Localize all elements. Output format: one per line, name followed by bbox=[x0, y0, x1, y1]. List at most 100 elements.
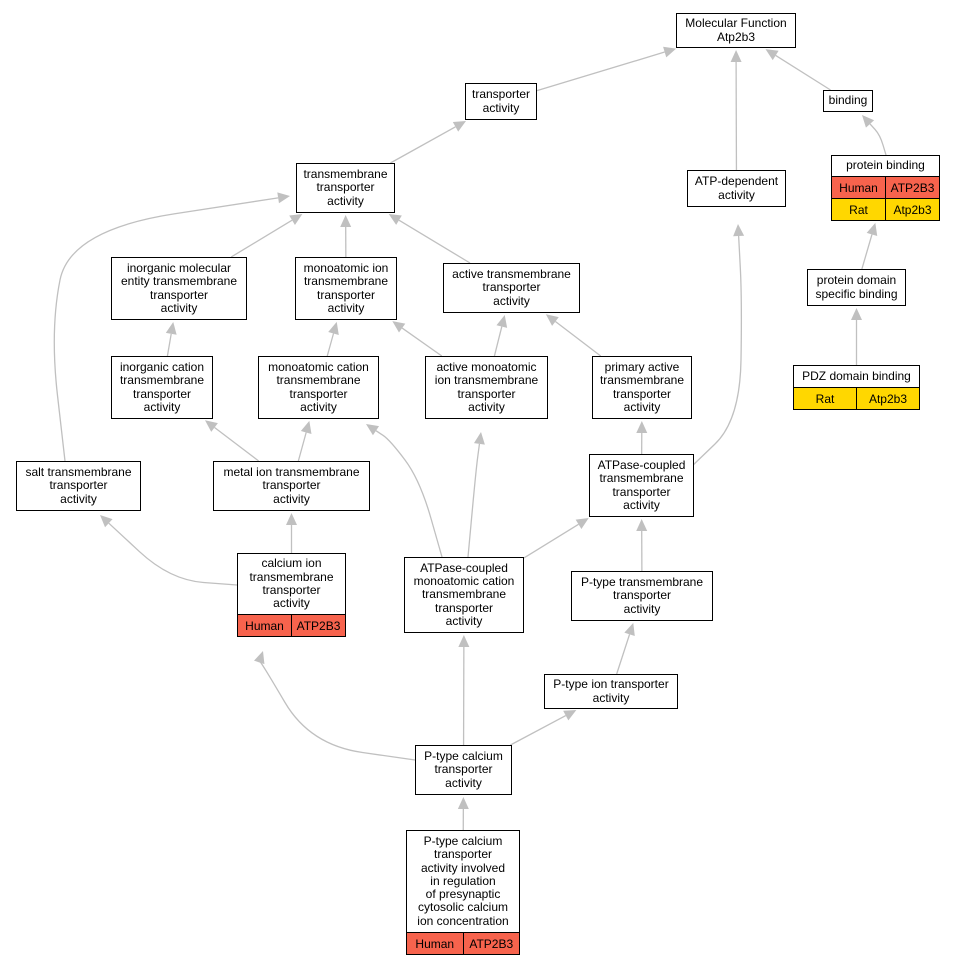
edge-arrow-salt_tm-to-tm_transporter bbox=[277, 192, 290, 204]
edge-atpase_coupled-to-atp_dependent bbox=[689, 235, 743, 469]
edge-inorganic_molecular-to-tm_transporter bbox=[230, 219, 293, 258]
edge-inorganic_cation-to-inorganic_molecular bbox=[166, 333, 172, 357]
term-label: ATPase-coupled monoatomic cation transme… bbox=[413, 560, 515, 628]
term-node-primary-active[interactable]: primary active transmembrane transporter… bbox=[592, 356, 692, 419]
edge-protein_domain-to-protein_binding bbox=[861, 234, 873, 270]
term-node-ptype-calcium[interactable]: P-type calcium transporter activity bbox=[415, 745, 512, 795]
term-node-monoatomic-cation[interactable]: monoatomic cation transmembrane transpor… bbox=[258, 356, 379, 419]
term-node-mf[interactable]: Molecular Function Atp2b3 bbox=[676, 13, 796, 48]
edge-arrow-ptype_calcium-to-ptype_ion bbox=[563, 709, 577, 721]
edge-arrow-ptype_calcium-to-atpase_monoatomic bbox=[458, 635, 470, 648]
edge-arrow-ptype_calcium_presynaptic-to-ptype_calcium bbox=[457, 797, 469, 810]
term-label: calcium ion transmembrane transporter ac… bbox=[249, 556, 334, 611]
edge-active_monoatomic-to-active_tm bbox=[493, 326, 503, 357]
term-node-atpase-monoatomic[interactable]: ATPase-coupled monoatomic cation transme… bbox=[404, 557, 524, 633]
edge-arrow-binding-to-mf bbox=[765, 49, 779, 61]
edge-atpase_monoatomic-to-active_monoatomic bbox=[467, 443, 481, 558]
edge-primary_active-to-active_tm bbox=[555, 320, 602, 357]
term-node-monoatomic-ion[interactable]: monoatomic ion transmembrane transporter… bbox=[295, 257, 397, 320]
edge-active_tm-to-tm_transporter bbox=[398, 219, 471, 264]
edge-arrow-metal_ion-to-inorganic_cation bbox=[205, 420, 218, 432]
edge-ptype_calcium-to-calcium_ion bbox=[258, 660, 416, 761]
term-label: metal ion transmembrane transporter acti… bbox=[223, 465, 360, 506]
annotation-species: Human bbox=[832, 177, 885, 198]
edge-arrow-active_monoatomic-to-monoatomic_ion bbox=[392, 321, 406, 333]
edge-ptype_ion-to-ptype_tm bbox=[616, 634, 631, 675]
edge-monoatomic_cation-to-monoatomic_ion bbox=[326, 333, 335, 357]
term-node-ptype-calcium-presynaptic[interactable]: P-type calcium transporter activity invo… bbox=[406, 830, 520, 955]
term-node-ptype-tm[interactable]: P-type transmembrane transporter activit… bbox=[571, 571, 713, 621]
edge-transporter-to-mf bbox=[536, 51, 665, 92]
annotation-gene: Atp2b3 bbox=[856, 388, 919, 409]
term-label: ATP-dependent activity bbox=[694, 174, 779, 202]
edge-protein_binding-to-binding bbox=[869, 123, 887, 156]
term-label: primary active transmembrane transporter… bbox=[599, 359, 685, 414]
term-label: PDZ domain binding bbox=[802, 368, 911, 383]
edge-arrow-ptype_tm-to-atpase_coupled bbox=[636, 519, 648, 532]
term-node-protein-domain[interactable]: protein domain specific binding bbox=[807, 269, 906, 306]
annotation-species: Human bbox=[238, 615, 291, 636]
term-label: protein domain specific binding bbox=[815, 273, 898, 301]
term-label: binding bbox=[828, 93, 868, 108]
term-node-tm-transporter[interactable]: transmembrane transporter activity bbox=[296, 163, 395, 213]
edge-atpase_monoatomic-to-monoatomic_cation bbox=[375, 430, 443, 558]
edge-arrow-metal_ion-to-monoatomic_cation bbox=[300, 420, 312, 434]
edge-arrow-atpase_monoatomic-to-monoatomic_cation bbox=[366, 424, 380, 436]
term-label: protein binding bbox=[846, 158, 925, 173]
edge-arrow-ptype_calcium-to-calcium_ion bbox=[253, 651, 265, 665]
edge-tm_transporter-to-transporter bbox=[390, 126, 456, 164]
edge-arrow-protein_domain-to-protein_binding bbox=[866, 222, 878, 236]
edge-binding-to-mf bbox=[775, 54, 831, 91]
edge-calcium_ion-to-salt_tm bbox=[108, 522, 238, 586]
edge-arrow-tm_transporter-to-transporter bbox=[452, 120, 466, 132]
edge-arrow-protein_binding-to-binding bbox=[862, 115, 875, 128]
term-label: active monoatomic ion transmembrane tran… bbox=[434, 359, 539, 414]
term-node-ptype-ion[interactable]: P-type ion transporter activity bbox=[544, 674, 678, 709]
edge-arrow-transporter-to-mf bbox=[663, 46, 677, 58]
edge-arrow-atpase_monoatomic-to-active_monoatomic bbox=[473, 432, 485, 445]
edge-arrow-monoatomic_ion-to-tm_transporter bbox=[340, 214, 352, 228]
edge-arrow-active_tm-to-tm_transporter bbox=[388, 214, 402, 225]
edge-arrow-atpase_monoatomic-to-atpase_coupled bbox=[575, 518, 589, 530]
edge-arrow-monoatomic_cation-to-monoatomic_ion bbox=[328, 321, 339, 335]
edge-ptype_calcium-to-ptype_ion bbox=[510, 715, 567, 746]
edge-arrow-inorganic_molecular-to-tm_transporter bbox=[289, 214, 303, 225]
annotation-gene: ATP2B3 bbox=[462, 933, 519, 954]
annotation-gene: ATP2B3 bbox=[291, 615, 345, 636]
term-node-atpase-coupled[interactable]: ATPase-coupled transmembrane transporter… bbox=[589, 454, 694, 517]
term-node-inorganic-molecular[interactable]: inorganic molecular entity transmembrane… bbox=[111, 257, 247, 320]
term-node-metal-ion[interactable]: metal ion transmembrane transporter acti… bbox=[213, 461, 370, 511]
edge-metal_ion-to-inorganic_cation bbox=[214, 426, 260, 462]
term-label: P-type calcium transporter activity bbox=[424, 749, 503, 790]
term-label: salt transmembrane transporter activity bbox=[25, 465, 132, 506]
edge-metal_ion-to-monoatomic_cation bbox=[297, 432, 307, 462]
term-node-salt-tm[interactable]: salt transmembrane transporter activity bbox=[16, 461, 141, 511]
edge-arrow-ptype_ion-to-ptype_tm bbox=[624, 622, 635, 637]
term-node-atp-dependent[interactable]: ATP-dependent activity bbox=[687, 170, 786, 207]
term-label: P-type ion transporter activity bbox=[553, 677, 669, 705]
term-label: inorganic molecular entity transmembrane… bbox=[120, 260, 238, 315]
edge-arrow-inorganic_cation-to-inorganic_molecular bbox=[165, 321, 177, 335]
edge-arrow-atpase_coupled-to-primary_active bbox=[636, 420, 648, 434]
term-node-transporter[interactable]: transporter activity bbox=[465, 83, 537, 120]
annotation-gene: ATP2B3 bbox=[885, 177, 939, 198]
edge-arrow-calcium_ion-to-metal_ion bbox=[286, 513, 297, 525]
term-node-active-monoatomic[interactable]: active monoatomic ion transmembrane tran… bbox=[425, 356, 548, 419]
term-label: active transmembrane transporter activit… bbox=[452, 267, 571, 308]
edge-arrow-atpase_coupled-to-atp_dependent bbox=[733, 224, 745, 237]
term-node-inorganic-cation[interactable]: inorganic cation transmembrane transport… bbox=[111, 356, 213, 419]
term-node-calcium-ion[interactable]: calcium ion transmembrane transporter ac… bbox=[237, 553, 346, 637]
term-node-active-tm[interactable]: active transmembrane transporter activit… bbox=[443, 263, 580, 313]
term-label: inorganic cation transmembrane transport… bbox=[119, 359, 205, 414]
term-node-binding[interactable]: binding bbox=[823, 90, 873, 112]
annotation-gene: Atp2b3 bbox=[885, 199, 939, 220]
annotation-species: Rat bbox=[832, 199, 885, 220]
edge-arrow-active_monoatomic-to-active_tm bbox=[496, 314, 508, 328]
